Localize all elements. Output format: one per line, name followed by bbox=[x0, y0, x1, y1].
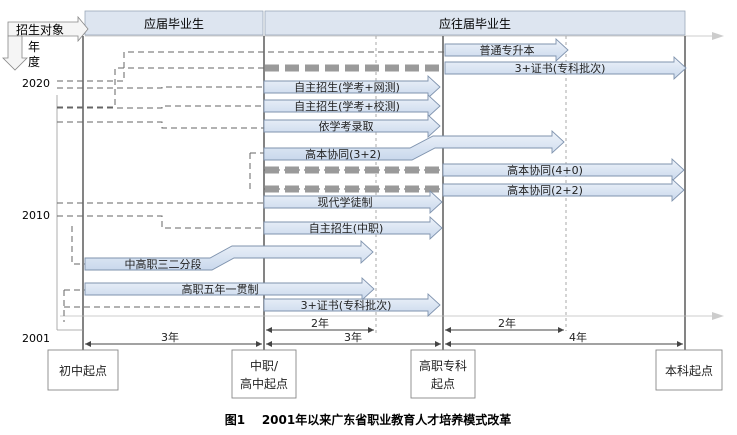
label-gaoben-40: 高本协同(4+0) bbox=[507, 163, 583, 177]
label-higher-voc-1: 高职专科 bbox=[419, 358, 467, 373]
label-bachelor: 本科起点 bbox=[665, 364, 713, 378]
arrow-zhengshu-lower bbox=[263, 292, 441, 318]
dashed-overlays bbox=[265, 64, 443, 193]
arrow-wunian bbox=[84, 276, 375, 302]
label-zizhu-xiaoce: 自主招生(学考+校测) bbox=[294, 99, 400, 113]
arrow-gaoben-32 bbox=[263, 129, 565, 161]
box-junior-high bbox=[47, 349, 119, 391]
arrow-sanerfenduan bbox=[84, 239, 374, 271]
label-zhengshu-upper: 3+证书(专科批次) bbox=[515, 61, 606, 75]
label-secondary-voc-1: 中职/ bbox=[250, 358, 279, 373]
year-2010: 2010 bbox=[22, 209, 50, 222]
label-xiandai: 现代学徒制 bbox=[318, 195, 373, 209]
duration-labels: 3年 2年 3年 2年 4年 bbox=[155, 316, 593, 344]
duration-spans bbox=[85, 327, 683, 347]
current-grads-label: 应届毕业生 bbox=[144, 16, 204, 31]
label-zizhu-zhongzhi: 自主招生(中职) bbox=[309, 221, 384, 235]
duration-3yr-b: 3年 bbox=[344, 330, 362, 344]
program-arrows bbox=[84, 37, 687, 318]
label-yixuekao: 依学考录取 bbox=[319, 119, 374, 133]
corner-title: 招生对象 bbox=[16, 23, 64, 37]
figure-caption: 图1 2001年以来广东省职业教育人才培养模式改革 bbox=[225, 412, 511, 427]
label-zizhu-wangce: 自主招生(学考+网测) bbox=[294, 80, 400, 94]
arrow-zizhu-zhongzhi bbox=[263, 215, 443, 241]
past-grads-label: 应往届毕业生 bbox=[439, 16, 511, 31]
box-higher-voc bbox=[410, 349, 476, 399]
label-secondary-voc-2: 高中起点 bbox=[240, 376, 288, 391]
past-grads-header bbox=[264, 10, 686, 36]
year-axis-label-2: 度 bbox=[28, 54, 40, 69]
start-point-labels: 初中起点 中职/ 高中起点 高职专科 起点 本科起点 bbox=[59, 358, 713, 391]
arrow-xiandai bbox=[263, 189, 443, 215]
label-sanerfenduan: 中高职三二分段 bbox=[125, 257, 202, 271]
arrow-gaoben-40 bbox=[442, 157, 685, 183]
arrow-zizhu-wangce bbox=[263, 74, 441, 100]
label-junior-high: 初中起点 bbox=[59, 363, 107, 378]
down-arrow-icon bbox=[2, 35, 28, 71]
arrow-gaoben-22 bbox=[442, 177, 685, 203]
year-axis-label-1: 年 bbox=[28, 40, 40, 54]
current-grads-header bbox=[84, 10, 264, 36]
arrow-yixuekao bbox=[263, 113, 441, 139]
label-putong: 普通专升本 bbox=[480, 43, 535, 57]
start-point-boxes bbox=[47, 349, 723, 399]
program-labels: 普通专升本 3+证书(专科批次) 自主招生(学考+网测) 自主招生(学考+校测)… bbox=[125, 43, 606, 312]
label-higher-voc-2: 起点 bbox=[431, 377, 455, 391]
year-2020: 2020 bbox=[22, 77, 50, 90]
label-wunian: 高职五年一贯制 bbox=[182, 282, 259, 296]
arrow-zhengshu-upper bbox=[444, 55, 687, 81]
duration-2yr-b: 2年 bbox=[498, 316, 516, 330]
arrow-zizhu-xiaoce bbox=[263, 93, 441, 119]
box-secondary-voc bbox=[231, 349, 297, 399]
arrow-putong bbox=[444, 37, 569, 63]
corner-label: 招生对象 年 度 bbox=[2, 15, 89, 71]
label-gaoben-22: 高本协同(2+2) bbox=[507, 183, 583, 197]
year-2001: 2001 bbox=[22, 332, 50, 345]
box-bachelor bbox=[655, 349, 723, 391]
duration-4yr: 4年 bbox=[569, 330, 587, 344]
duration-3yr-a: 3年 bbox=[161, 330, 179, 344]
duration-2yr-a: 2年 bbox=[311, 316, 329, 330]
label-gaoben-32: 高本协同(3+2) bbox=[305, 147, 381, 161]
header-band: 应届毕业生 应往届毕业生 bbox=[84, 10, 686, 36]
label-zhengshu-lower: 3+证书(专科批次) bbox=[301, 298, 392, 312]
dashed-connectors bbox=[57, 51, 445, 322]
